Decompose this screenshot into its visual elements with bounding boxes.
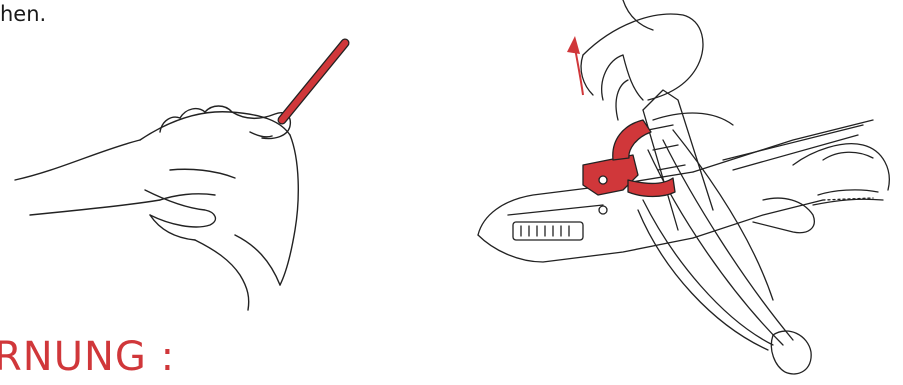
hand-holding-stick-illustration: [0, 20, 420, 320]
crossbow-clip-removal-illustration: [463, 0, 903, 385]
red-clip: [583, 120, 675, 197]
warning-heading: RNUNG :: [0, 334, 175, 380]
red-stick: [282, 43, 345, 120]
